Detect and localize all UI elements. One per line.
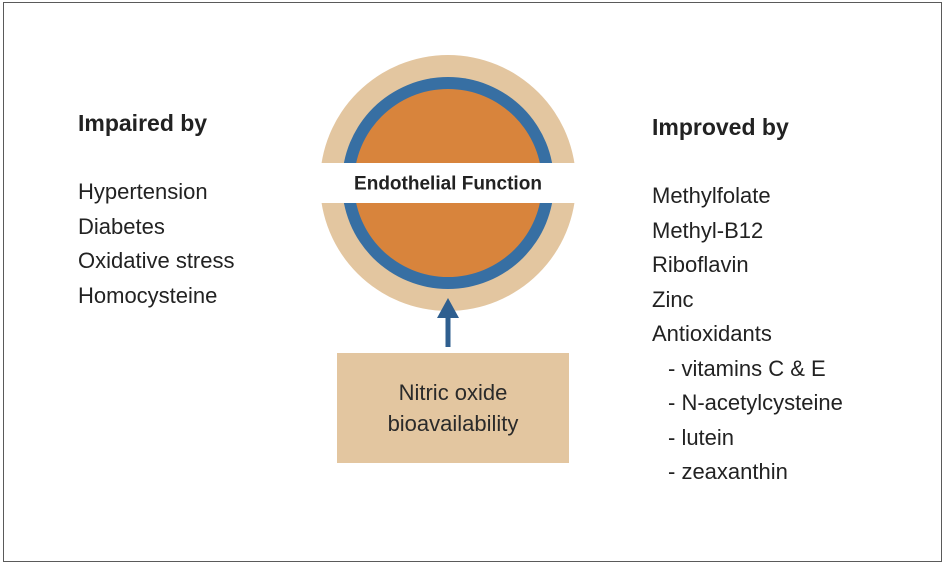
nitric-oxide-box <box>337 353 569 463</box>
improved-item: Methyl-B12 <box>652 217 764 243</box>
improved-item: Methylfolate <box>652 183 771 208</box>
impaired-by-column: Impaired by Hypertension Diabetes Oxidat… <box>78 110 235 313</box>
impaired-item: Homocysteine <box>78 282 218 308</box>
nitric-oxide-line1: Nitric oxide <box>398 380 508 405</box>
nitric-oxide-label: Nitric oxide bioavailability <box>337 353 569 463</box>
improved-subitem: - vitamins C & E <box>668 355 826 381</box>
improved-item: Antioxidants <box>652 321 772 346</box>
improved-item: Riboflavin <box>652 252 749 277</box>
impaired-item: Diabetes <box>78 213 165 239</box>
impaired-item: Hypertension <box>78 179 208 204</box>
improved-subitem: - lutein <box>668 424 735 450</box>
improved-subitem: - zeaxanthin <box>668 459 788 484</box>
label-band <box>310 163 586 203</box>
arrow-up-icon <box>437 298 459 318</box>
improved-subitem: - N-acetylcysteine <box>668 390 843 415</box>
impaired-by-heading: Impaired by <box>78 110 208 136</box>
nitric-oxide-line2: bioavailability <box>387 411 519 436</box>
improved-by-heading: Improved by <box>652 114 789 140</box>
impaired-item: Oxidative stress <box>78 248 235 273</box>
improved-by-column: Improved by Methylfolate Methyl-B12 Ribo… <box>652 114 843 490</box>
endothelial-function-label: Endothelial Function <box>354 174 542 195</box>
improved-item: Zinc <box>652 286 694 312</box>
